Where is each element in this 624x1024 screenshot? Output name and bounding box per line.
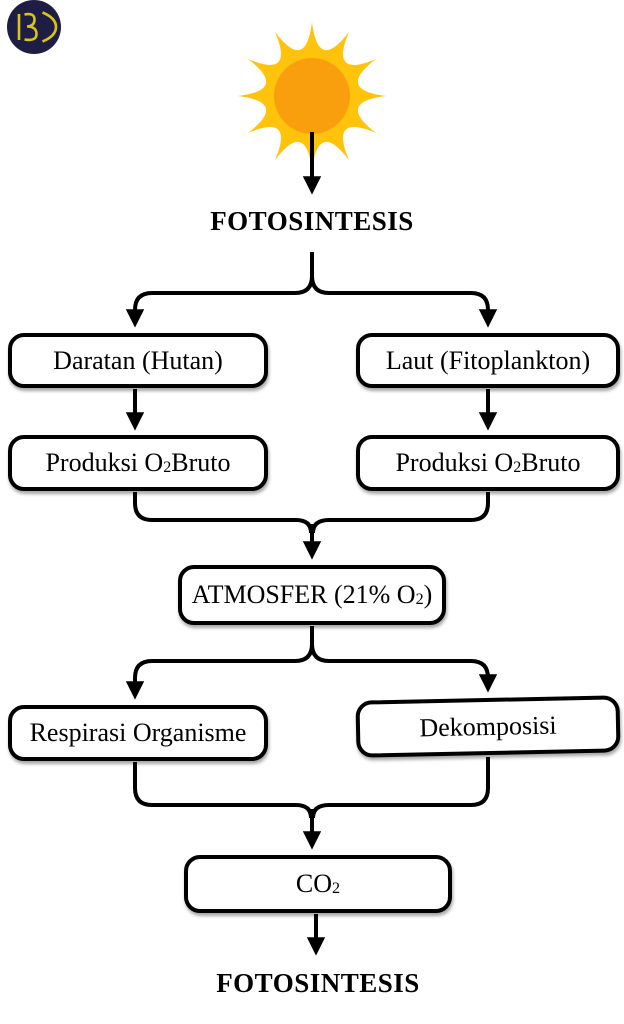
node-label-post: Bruto <box>521 448 581 477</box>
node-label-sub: 2 <box>332 879 341 897</box>
node-label: Respirasi Organisme <box>29 718 247 747</box>
node-label: CO <box>295 869 333 898</box>
node-label-sub: 2 <box>415 590 424 608</box>
node-laut-fitoplankton[interactable]: Laut (Fitoplankton) <box>356 333 620 388</box>
node-label: Produksi O <box>395 448 514 477</box>
title-fotosintesis-top: FOTOSINTESIS <box>210 206 414 236</box>
sun-icon <box>238 22 386 170</box>
node-label-post: ) <box>423 580 433 609</box>
node-daratan-hutan[interactable]: Daratan (Hutan) <box>8 333 268 388</box>
connector-split2-right <box>310 643 498 693</box>
node-label: Produksi O <box>45 448 164 477</box>
logo-ibd <box>7 0 61 54</box>
connector-split1-left <box>125 275 314 328</box>
connector-merge1-left <box>133 492 313 534</box>
connector-merge2-right <box>311 757 490 819</box>
logo-letters <box>17 11 58 43</box>
node-label-sub: 2 <box>163 458 172 476</box>
sun-core <box>274 58 350 134</box>
connector-split2-left <box>125 643 314 700</box>
node-label: ATMOSFER (21% O <box>191 580 416 609</box>
node-label: Dekomposisi <box>419 710 557 742</box>
node-respirasi-organisme[interactable]: Respirasi Organisme <box>8 705 268 761</box>
node-dekomposisi[interactable]: Dekomposisi <box>355 695 621 758</box>
connector-merge2-left <box>133 762 313 819</box>
title-fotosintesis-bottom: FOTOSINTESIS <box>216 968 420 998</box>
connector-merge1-right <box>311 492 490 534</box>
node-label: Laut (Fitoplankton) <box>385 345 591 375</box>
node-label-post: Bruto <box>171 448 231 477</box>
node-label-sub: 2 <box>513 458 522 476</box>
node-label: Daratan (Hutan) <box>53 345 223 375</box>
connector-split1-right <box>310 275 498 328</box>
